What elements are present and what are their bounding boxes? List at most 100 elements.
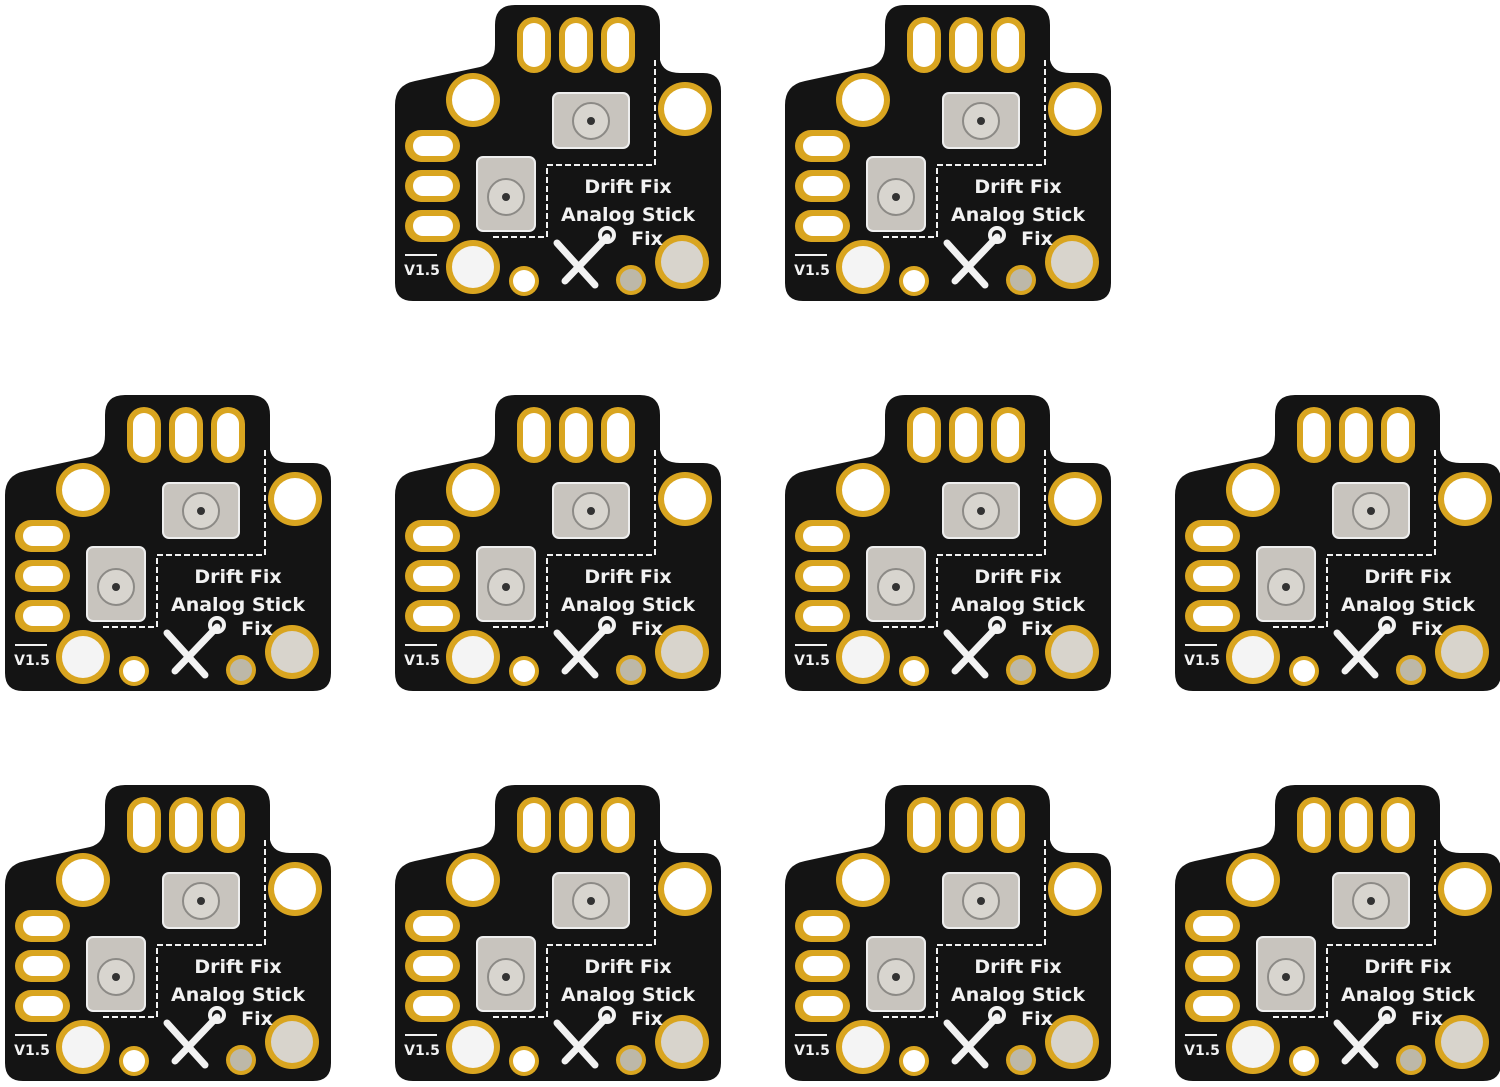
wrench-screwdriver-icon [553, 1006, 616, 1069]
version-label: V1.5 [404, 653, 440, 669]
wrench-screwdriver-icon [1333, 616, 1396, 679]
wrench-screwdriver-icon [1333, 1006, 1396, 1069]
board-label-line2: Analog Stick [951, 204, 1085, 226]
top-pads [127, 797, 245, 853]
top-pads [907, 797, 1025, 853]
potentiometer-bottom [1256, 936, 1316, 1012]
left-pads [405, 520, 460, 632]
board-label-line2: Analog Stick [561, 204, 695, 226]
potentiometer-top [552, 872, 630, 929]
potentiometer-top [942, 92, 1020, 149]
version-label: V1.5 [1184, 653, 1220, 669]
wrench-screwdriver-icon [553, 616, 616, 679]
potentiometer-top [942, 482, 1020, 539]
board-label-line3: Fix [1021, 618, 1053, 640]
wrench-screwdriver-icon [943, 226, 1006, 289]
potentiometer-bottom [866, 546, 926, 622]
board-label-line2: Analog Stick [561, 984, 695, 1006]
left-pads [15, 910, 70, 1022]
left-pads [795, 130, 850, 242]
left-pads [15, 520, 70, 632]
board-label-line1: Drift Fix [974, 956, 1061, 978]
left-pads [1185, 910, 1240, 1022]
board-label-line2: Analog Stick [951, 594, 1085, 616]
potentiometer-top [162, 482, 240, 539]
wrench-screwdriver-icon [943, 1006, 1006, 1069]
wrench-screwdriver-icon [943, 616, 1006, 679]
potentiometer-bottom [86, 546, 146, 622]
potentiometer-top [1332, 872, 1410, 929]
board-label-line3: Fix [631, 1008, 663, 1030]
potentiometer-top [162, 872, 240, 929]
wrench-screwdriver-icon [163, 616, 226, 679]
board-label-line1: Drift Fix [584, 176, 671, 198]
board-label-line1: Drift Fix [974, 176, 1061, 198]
board-label-line3: Fix [631, 228, 663, 250]
board-label-line2: Analog Stick [1341, 594, 1475, 616]
board-label-line1: Drift Fix [584, 566, 671, 588]
potentiometer-bottom [476, 936, 536, 1012]
board-label-line3: Fix [1411, 1008, 1443, 1030]
version-label: V1.5 [794, 1043, 830, 1059]
top-pads [907, 17, 1025, 73]
board-label-line3: Fix [1021, 228, 1053, 250]
potentiometer-top [552, 482, 630, 539]
board-label-line1: Drift Fix [1364, 956, 1451, 978]
left-pads [795, 910, 850, 1022]
version-label: V1.5 [14, 653, 50, 669]
board-label-line3: Fix [241, 618, 273, 640]
board-label-line1: Drift Fix [194, 566, 281, 588]
top-pads [1297, 407, 1415, 463]
potentiometer-top [1332, 482, 1410, 539]
potentiometer-bottom [476, 156, 536, 232]
board-label-line2: Analog Stick [171, 594, 305, 616]
board-label-line1: Drift Fix [194, 956, 281, 978]
top-pads [517, 17, 635, 73]
top-pads [517, 797, 635, 853]
version-label: V1.5 [794, 263, 830, 279]
version-label: V1.5 [404, 263, 440, 279]
left-pads [1185, 520, 1240, 632]
potentiometer-bottom [866, 156, 926, 232]
top-pads [907, 407, 1025, 463]
potentiometer-bottom [86, 936, 146, 1012]
version-label: V1.5 [14, 1043, 50, 1059]
potentiometer-top [942, 872, 1020, 929]
potentiometer-top [552, 92, 630, 149]
board-label-line1: Drift Fix [1364, 566, 1451, 588]
left-pads [405, 910, 460, 1022]
board-label-line3: Fix [241, 1008, 273, 1030]
version-label: V1.5 [1184, 1043, 1220, 1059]
version-label: V1.5 [794, 653, 830, 669]
wrench-screwdriver-icon [163, 1006, 226, 1069]
top-pads [517, 407, 635, 463]
left-pads [795, 520, 850, 632]
board-label-line3: Fix [1021, 1008, 1053, 1030]
board-label-line2: Analog Stick [951, 984, 1085, 1006]
board-label-line1: Drift Fix [584, 956, 671, 978]
board-label-line3: Fix [1411, 618, 1443, 640]
board-label-line2: Analog Stick [1341, 984, 1475, 1006]
board-label-line2: Analog Stick [561, 594, 695, 616]
potentiometer-bottom [476, 546, 536, 622]
